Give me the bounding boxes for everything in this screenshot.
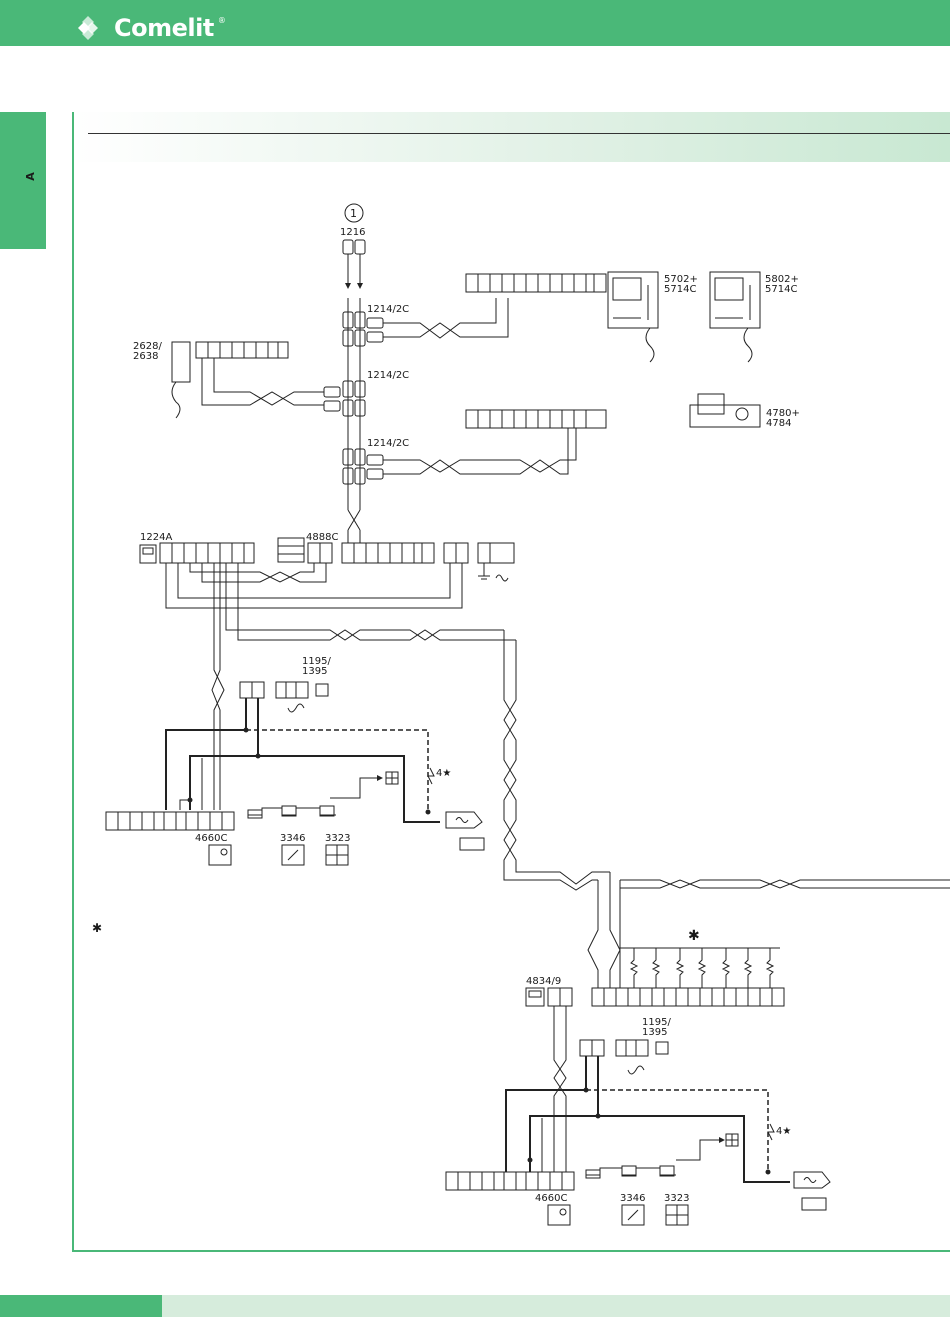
footer-light-bar — [162, 1295, 950, 1317]
label-3346-a: 3346 — [280, 833, 305, 844]
label-4834: 4834/9 — [526, 976, 561, 987]
terminal-strip-4888c — [308, 543, 514, 563]
footer-accent-bar — [0, 1295, 162, 1317]
modules-3346-3323-b — [548, 1134, 738, 1225]
monitor-5702 — [608, 272, 658, 362]
terminal-strip-2628 — [196, 342, 288, 358]
note-star-b: 4★ — [776, 1126, 791, 1137]
intercom-4780 — [690, 394, 760, 427]
terminal-strip-1224a — [160, 543, 254, 563]
module-4888c — [278, 538, 304, 562]
note-star-a: 4★ — [436, 768, 451, 779]
label-4660c-a: 4660C — [195, 833, 227, 844]
terminal-strip-4660c-b — [446, 1172, 574, 1190]
label-1195-b-line2: 1395 — [642, 1027, 667, 1038]
door-lock-b — [794, 1172, 830, 1210]
module-1214-c — [343, 449, 383, 484]
label-3323-a: 3323 — [325, 833, 350, 844]
terminal-1216-a — [343, 240, 353, 254]
label-4780-line2: 4784 — [766, 418, 791, 429]
node-1-label: 1 — [350, 207, 357, 220]
asterisk-note-marker: ✱ — [92, 921, 102, 935]
label-5702-line2: 5714C — [664, 284, 696, 295]
module-4834 — [526, 988, 544, 1006]
label-3346-b: 3346 — [620, 1193, 645, 1204]
label-3323-b: 3323 — [664, 1193, 689, 1204]
label-1214-b: 1214/2C — [367, 370, 409, 381]
door-lock-a — [446, 812, 484, 850]
terminal-1216-b — [355, 240, 365, 254]
module-1214-a — [343, 312, 383, 346]
terminal-strip-monitor-mid — [466, 410, 606, 428]
monitor-5802 — [710, 272, 760, 362]
label-1214-c: 1214/2C — [367, 438, 409, 449]
terminal-strip-1195-a — [240, 682, 328, 698]
terminal-strip-4660c-a — [106, 812, 234, 830]
label-1216: 1216 — [340, 227, 365, 238]
handset-2628 — [172, 342, 190, 418]
label-5802-line2: 5714C — [765, 284, 797, 295]
module-1214-b — [324, 381, 365, 416]
label-1224a: 1224A — [140, 532, 172, 543]
label-1195-a-line2: 1395 — [302, 666, 327, 677]
asterisk-top-marker: ✱ — [688, 928, 700, 944]
terminal-strip-monitor-top — [466, 274, 606, 292]
label-1214-a: 1214/2C — [367, 304, 409, 315]
label-2628-line2: 2638 — [133, 351, 158, 362]
label-4888c: 4888C — [306, 532, 338, 543]
power-supply-1224a — [140, 545, 156, 563]
modules-3346-3323-a — [209, 772, 398, 865]
terminal-strip-1195-b — [580, 1040, 668, 1056]
terminal-strip-4834 — [548, 988, 784, 1006]
label-4660c-b: 4660C — [535, 1193, 567, 1204]
